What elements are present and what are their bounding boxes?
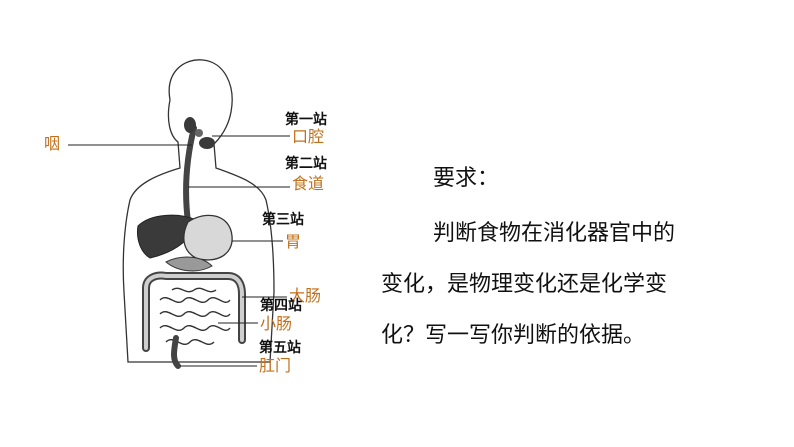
pharynx-label: 咽	[44, 134, 61, 153]
mouth-label: 口腔	[292, 127, 325, 146]
requirement-title: 要求：	[433, 166, 500, 191]
large-intestine-shape	[142, 271, 246, 352]
requirement-line-1: 判断食物在消化器官中的	[433, 221, 676, 246]
body-outline	[122, 59, 275, 363]
leader-lines	[68, 135, 290, 367]
requirement-line-2: 变化，是物理变化还是化学变	[381, 272, 668, 297]
requirement-line-3: 化？写一写你判断的依据。	[381, 323, 646, 348]
large-intestine-label: 大肠	[289, 286, 322, 305]
anus-label: 肛门	[259, 356, 292, 375]
stage-5-label: 第五站	[259, 340, 301, 356]
pancreas-shape	[165, 256, 213, 272]
mouth-salivary-glands	[184, 117, 215, 149]
digestive-system-diagram	[68, 59, 290, 369]
large-intestine-inner	[144, 273, 244, 350]
stomach-label: 胃	[285, 232, 302, 251]
stage-1-label: 第一站	[285, 112, 327, 128]
small-intestine-coils	[159, 287, 231, 345]
stage-4-label: 第四站	[260, 298, 302, 314]
esophagus-label: 食道	[292, 174, 325, 193]
stage-2-label: 第二站	[285, 156, 327, 172]
requirement-body: 判断食物在消化器官中的 变化，是物理变化还是化学变 化？写一写你判断的依据。	[381, 208, 761, 361]
esophagus-tube	[183, 125, 197, 225]
stomach-shape	[183, 214, 233, 261]
small-intestine-label: 小肠	[260, 314, 293, 333]
rectum-shape	[171, 335, 181, 369]
stage-3-label: 第三站	[262, 212, 304, 228]
